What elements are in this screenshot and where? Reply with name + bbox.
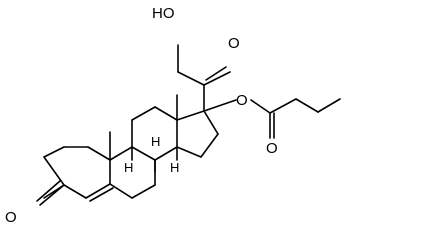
- ring-d: [176, 110, 219, 158]
- h14-label: H: [170, 160, 179, 175]
- molecule-structure: HO O O O O H H H: [5, 5, 341, 226]
- stereo-bonds: [131, 146, 178, 173]
- h8-label: H: [151, 134, 160, 149]
- ring-c: [131, 106, 178, 161]
- ring-a: [43, 146, 114, 202]
- ester-group: [203, 98, 341, 139]
- hydroxyl-label: HO: [152, 5, 175, 22]
- side-chain: [177, 44, 231, 112]
- structure-canvas: HO O O O O H H H: [5, 5, 341, 226]
- carbonyl-oxygen-label: O: [266, 140, 278, 157]
- ring-ketone-oxygen-label: O: [5, 209, 17, 226]
- ester-oxygen-label: O: [236, 92, 248, 109]
- ketone-oxygen-label: O: [228, 35, 240, 52]
- h9-label: H: [124, 160, 133, 175]
- ring-ketone: [36, 180, 65, 206]
